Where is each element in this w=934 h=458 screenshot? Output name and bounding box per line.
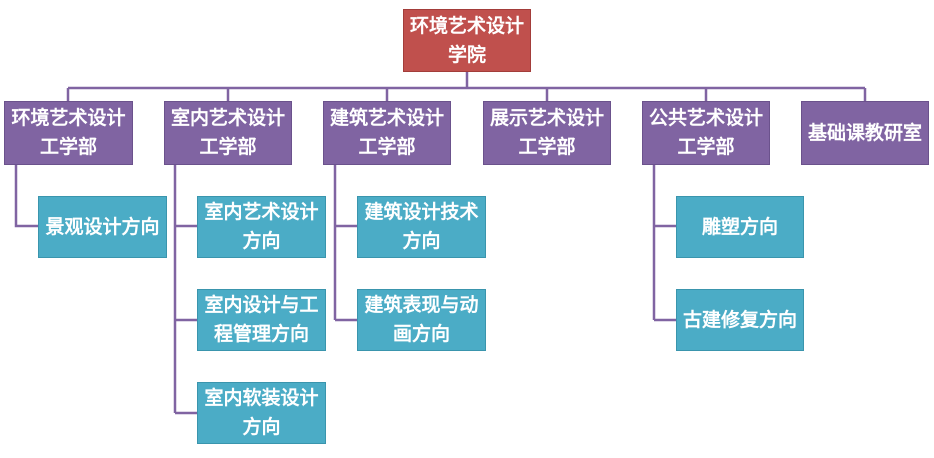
dept-node-foundation: 基础课教研室 <box>801 101 929 165</box>
branch-line-4 <box>652 165 676 322</box>
root-node-college: 环境艺术设计 学院 <box>403 9 531 72</box>
leaf-node-architecture-tech: 建筑设计技术 方向 <box>357 196 486 258</box>
branch-line-2 <box>173 165 197 415</box>
leaf-node-architecture-animation: 建筑表现与动 画方向 <box>357 289 486 351</box>
dept-node-exhibition: 展示艺术设计 工学部 <box>483 101 611 165</box>
leaf-node-interior-art: 室内艺术设计 方向 <box>197 196 326 258</box>
leaf-node-landscape: 景观设计方向 <box>38 196 167 258</box>
dept-node-environment: 环境艺术设计 工学部 <box>4 101 133 165</box>
branch-line-1 <box>14 165 38 228</box>
dept-node-public-art: 公共艺术设计 工学部 <box>642 101 770 165</box>
dept-node-interior: 室内艺术设计 工学部 <box>164 101 292 165</box>
branch-line-3 <box>333 165 357 322</box>
dept-node-architecture: 建筑艺术设计 工学部 <box>323 101 451 165</box>
leaf-node-interior-engineering: 室内设计与工 程管理方向 <box>197 289 326 351</box>
leaf-node-soft-furnishing: 室内软装设计 方向 <box>197 382 326 444</box>
leaf-node-heritage-restoration: 古建修复方向 <box>676 289 804 351</box>
leaf-node-sculpture: 雕塑方向 <box>676 196 804 258</box>
